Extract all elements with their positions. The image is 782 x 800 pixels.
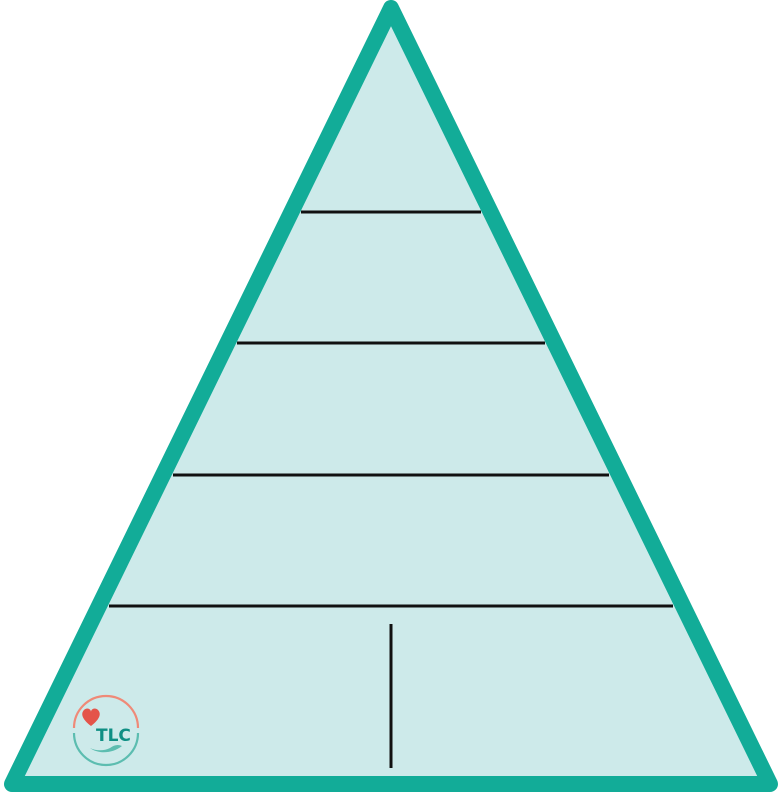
logo-arc-bottom bbox=[72, 732, 140, 767]
logo-text: TLC bbox=[96, 726, 131, 746]
heart-icon bbox=[82, 708, 100, 726]
hands-icon bbox=[90, 744, 122, 753]
pyramid-triangle bbox=[4, 0, 778, 792]
tlc-logo: TLC bbox=[72, 694, 140, 767]
logo-arc-top bbox=[72, 694, 140, 729]
